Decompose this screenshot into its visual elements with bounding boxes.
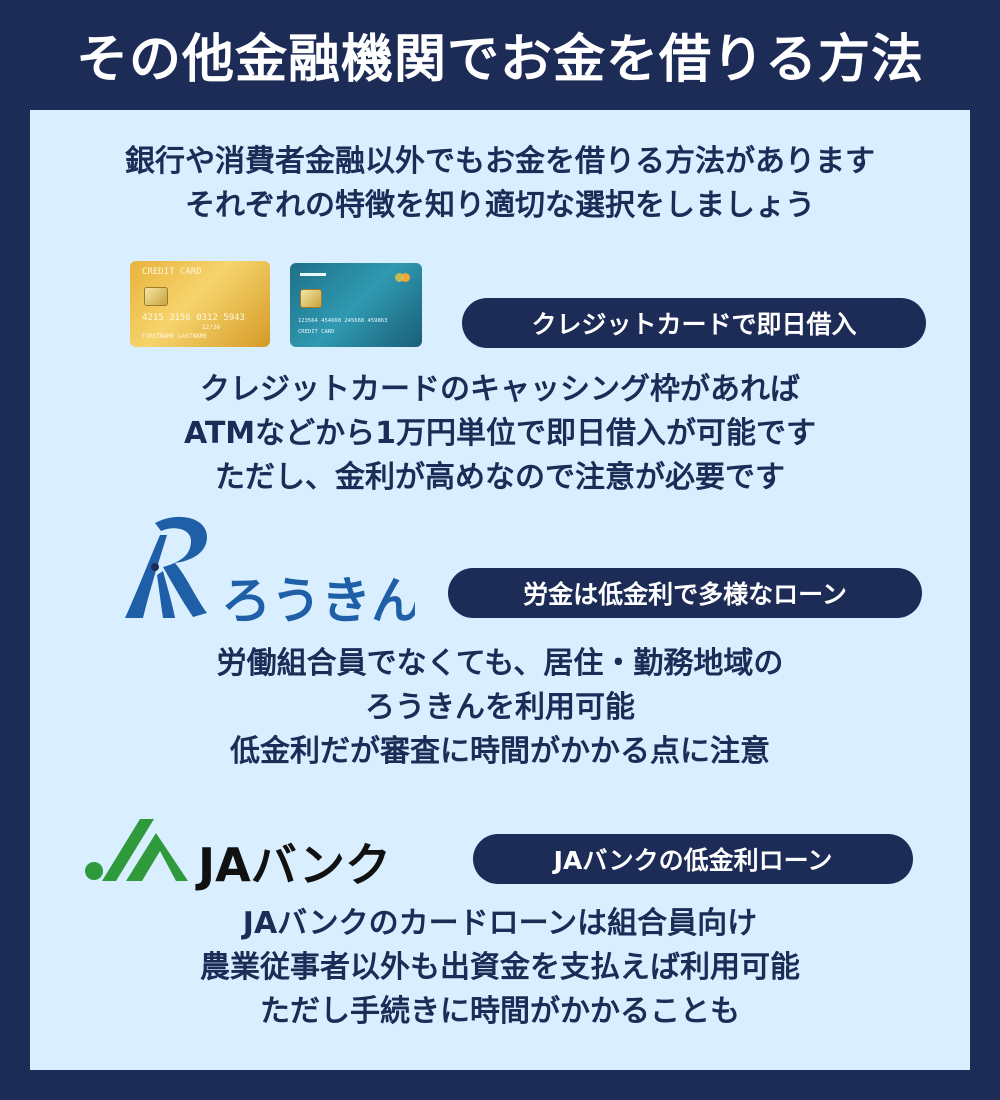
credit-description: クレジットカードのキャッシング枠があれば ATMなどから1万円単位で即日借入が可… (30, 368, 970, 500)
description-line: ろうきんを利用可能 (365, 690, 635, 725)
card-brand-icon (395, 273, 404, 282)
ja-mark-icon: JAバンク (85, 819, 391, 892)
card-number: 123564 454668 245668 459863 (298, 318, 388, 324)
teal-credit-card-image: 123564 454668 245668 459863 CREDIT CARD (290, 263, 422, 347)
ja-logo-text: JAバンク (195, 838, 391, 892)
rokin-pill-label: 労金は低金利で多様なローン (448, 568, 922, 618)
ja-description: JAバンクのカードローンは組合員向け 農業従事者以外も出資金を支払えば利用可能 … (30, 902, 970, 1034)
description-line: 農業従事者以外も出資金を支払えば利用可能 (200, 950, 800, 985)
card-holder: FIRSTNAME LASTNAME (142, 333, 208, 340)
description-line: ただし手続きに時間がかかることも (260, 994, 740, 1029)
rokin-description: 労働組合員でなくても、居住・勤務地域の ろうきんを利用可能 低金利だが審査に時間… (30, 642, 970, 774)
rokin-logo-text: ろうきん (221, 572, 415, 630)
intro-line: 銀行や消費者金融以外でもお金を借りる方法があります (125, 144, 875, 179)
description-line: ただし、金利が高めなので注意が必要です (215, 460, 785, 495)
description-line: 労働組合員でなくても、居住・勤務地域の (216, 646, 784, 681)
ja-pill-label: JAバンクの低金利ローン (473, 834, 913, 884)
description-line: JAバンクのカードローンは組合員向け (242, 906, 758, 941)
content-panel: 銀行や消費者金融以外でもお金を借りる方法があります それぞれの特徴を知り適切な選… (30, 110, 970, 1070)
gold-credit-card-image: CREDIT CARD 4215 3156 0312 5943 12/26 FI… (130, 261, 270, 347)
card-chip-icon (300, 289, 322, 308)
rokin-logo: ろうきん (115, 515, 421, 630)
description-line: 低金利だが審査に時間がかかる点に注意 (230, 734, 770, 769)
description-line: ATMなどから1万円単位で即日借入が可能です (183, 416, 817, 451)
intro-line: それぞれの特徴を知り適切な選択をしましょう (185, 188, 815, 223)
card-brand-icon (401, 273, 410, 282)
card-label: CREDIT CARD (142, 267, 202, 277)
credit-pill-label: クレジットカードで即日借入 (462, 298, 926, 348)
description-line: クレジットカードのキャッシング枠があれば (200, 372, 800, 407)
card-stripe (300, 273, 326, 276)
card-number: 4215 3156 0312 5943 (142, 313, 245, 323)
card-chip-icon (144, 287, 168, 306)
rokin-r-mark-icon: ろうきん (125, 516, 421, 630)
card-expiry: 12/26 (202, 324, 221, 331)
intro-text: 銀行や消費者金融以外でもお金を借りる方法があります それぞれの特徴を知り適切な選… (30, 140, 970, 228)
card-label: CREDIT CARD (298, 329, 335, 335)
page-title: その他金融機関でお金を借りる方法 (75, 29, 924, 90)
ja-bank-logo: JAバンク (80, 815, 440, 895)
